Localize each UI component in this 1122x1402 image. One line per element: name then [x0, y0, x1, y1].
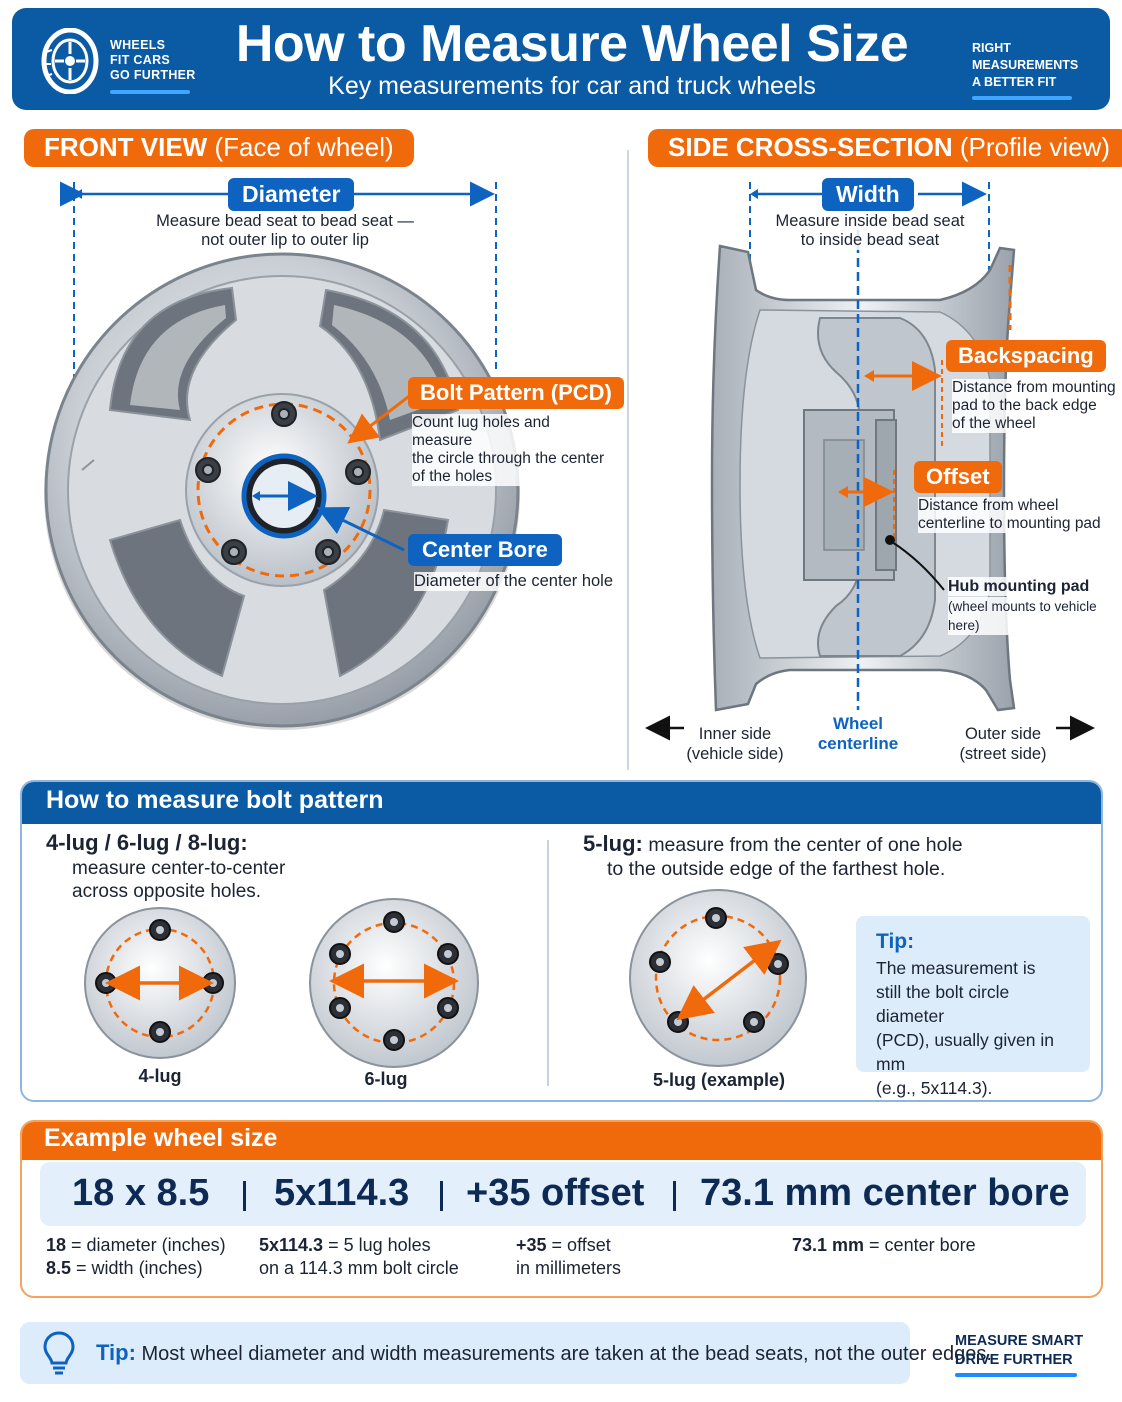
tire-icon [41, 28, 99, 94]
example-bolt-desc: 5x114.3 = 5 lug holes on a 114.3 mm bolt… [259, 1235, 459, 1278]
center-bore-note: Diameter of the center hole [414, 572, 614, 591]
footer-slogan-underline [955, 1373, 1077, 1377]
slogan-underline [972, 96, 1072, 100]
example-offset-value: +35 offset [466, 1172, 645, 1214]
page-subtitle: Key measurements for car and truck wheel… [328, 72, 816, 100]
value-separator [440, 1181, 443, 1211]
outer-side-label: Outer side(street side) [959, 725, 1047, 763]
bolt-pattern-label: Bolt Pattern (PCD) [408, 377, 624, 409]
pcd-leader [347, 392, 413, 444]
page-title: How to Measure Wheel Size [235, 15, 909, 73]
side-section-heading: SIDE CROSS-SECTION (Profile view) [648, 129, 1122, 167]
backspacing-arrow [864, 360, 943, 450]
wheel-diagrams [44, 181, 1095, 741]
lightbulb-icon [43, 1331, 75, 1375]
example-bolt-value: 5x114.3 [274, 1172, 410, 1214]
five-lug-text: 5-lug: measure from the center of one ho… [583, 831, 963, 881]
footer-tip-text: Tip: Most wheel diameter and width measu… [96, 1340, 992, 1365]
footer-slogan: MEASURE SMART DRIVE FURTHER [955, 1333, 1084, 1368]
header-slogan: RIGHT MEASUREMENTS A BETTER FIT [972, 41, 1079, 89]
diameter-guides [60, 181, 497, 380]
example-heading: Example wheel size [22, 1122, 1101, 1160]
center-bore-label: Center Bore [408, 534, 562, 566]
bolt-pattern-heading: How to measure bolt pattern [22, 782, 1101, 824]
inner-side-label: Inner side(vehicle side) [686, 725, 784, 763]
lug-holes [195, 401, 371, 565]
offset-arrow [838, 470, 895, 540]
front-view-heading: FRONT VIEW (Face of wheel) [24, 129, 414, 167]
example-bore-desc: 73.1 mm = center bore [792, 1235, 976, 1255]
value-separator [673, 1181, 676, 1211]
bore-leader [316, 507, 405, 552]
example-offset-desc: +35 = offset in millimeters [516, 1235, 622, 1278]
six-lug-label: 6-lug [364, 1069, 408, 1089]
header-banner: WHEELS FIT CARS GO FURTHER How to Measur… [12, 8, 1110, 110]
example-size-desc: 18 = diameter (inches) 8.5 = width (inch… [46, 1235, 226, 1278]
brand-tagline: WHEELS FIT CARS GO FURTHER [110, 38, 196, 82]
example-size-value: 18 x 8.5 [72, 1172, 210, 1214]
pcd-tip-title: Tip: [876, 930, 915, 953]
width-label: Width [822, 178, 914, 211]
brand-block: WHEELS FIT CARS GO FURTHER [40, 26, 220, 96]
example-panel: Example wheel size [20, 1120, 1103, 1298]
offset-label: Offset [914, 461, 1002, 493]
example-values-strip [40, 1162, 1086, 1226]
pcd-tip-box: Tip: The measurement is still the bolt c… [856, 916, 1090, 1098]
four-lug-label: 4-lug [138, 1066, 182, 1086]
width-guides [749, 181, 990, 282]
hub-pad-note: (wheel mounts to vehicle here) [948, 597, 1122, 635]
even-lug-title: 4-lug / 6-lug / 8-lug: [46, 830, 248, 855]
diameter-note: Measure bead seat to bead seat —not oute… [130, 212, 440, 250]
five-lug-label: 5-lug (example) [652, 1070, 786, 1090]
hub-pad-label: Hub mounting pad [948, 577, 1090, 596]
value-separator [243, 1181, 246, 1211]
bolt-pattern-panel: How to measure bolt pattern [20, 780, 1103, 1102]
footer-tip: Tip: Most wheel diameter and width measu… [20, 1322, 992, 1384]
hub-pad-pointer [885, 535, 945, 591]
brand-underline [110, 90, 190, 94]
bolt-section-divider [547, 840, 549, 1086]
backspacing-label: Backspacing [946, 340, 1106, 372]
front-wheel [44, 252, 520, 730]
section-divider [627, 150, 629, 770]
diameter-label: Diameter [228, 178, 355, 211]
example-bore-value: 73.1 mm center bore [700, 1172, 1070, 1214]
